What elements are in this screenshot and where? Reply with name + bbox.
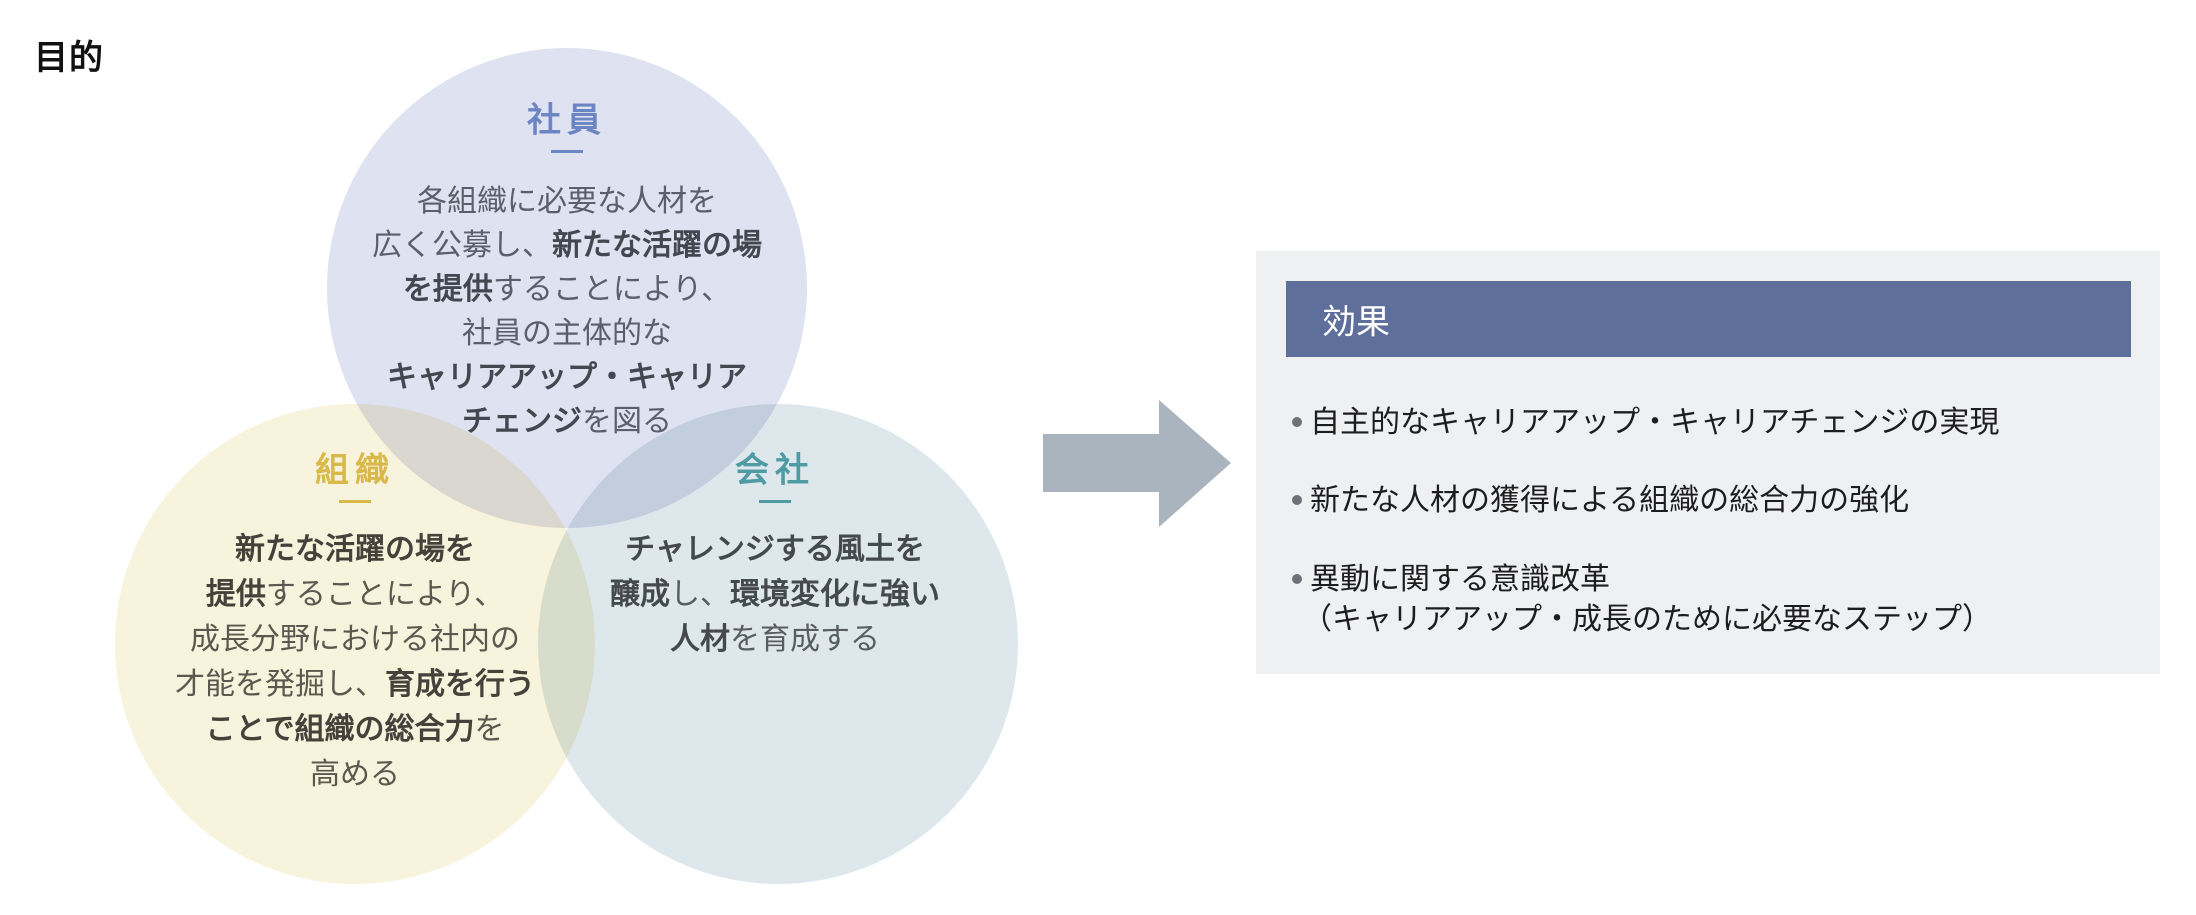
description-line: 新たな活躍の場を xyxy=(175,527,535,572)
company-description: チャレンジする風土を醸成し、環境変化に強い人材を育成する xyxy=(610,527,940,662)
employee-description: 各組織に必要な人材を広く公募し、新たな活躍の場を提供することにより、社員の主体的… xyxy=(372,180,762,444)
body-text: を育成する xyxy=(730,622,880,657)
body-text: 各組織に必要な人材を xyxy=(417,184,717,219)
description-line: 提供することにより、 xyxy=(175,572,535,617)
effects-header-label: 効果 xyxy=(1322,302,1390,343)
company-title: 会社 xyxy=(735,450,815,491)
effect-item-text: 自主的なキャリアアップ・キャリアチェンジの実現 xyxy=(1310,405,2000,440)
venn-diagram xyxy=(115,48,1018,884)
company-title-underline xyxy=(759,500,791,503)
emphasis-text: 醸成 xyxy=(610,577,670,612)
bullet-icon xyxy=(1292,574,1302,584)
effect-item-subtext: （キャリアアップ・成長のために必要なステップ） xyxy=(1302,602,1992,637)
employee-title: 社員 xyxy=(527,100,607,141)
body-text: を xyxy=(474,712,505,747)
body-text: することにより、 xyxy=(265,577,505,612)
organization-circle xyxy=(115,404,595,884)
bullet-icon xyxy=(1292,417,1302,427)
description-line: ことで組織の総合力を xyxy=(175,707,535,752)
description-line: 成長分野における社内の xyxy=(175,617,535,662)
description-line: 醸成し、環境変化に強い xyxy=(610,572,940,617)
employee-title-underline xyxy=(551,150,583,153)
body-text: することにより、 xyxy=(492,272,732,307)
emphasis-text: 人材 xyxy=(670,622,730,657)
body-text: 成長分野における社内の xyxy=(190,622,520,657)
organization-title-underline xyxy=(339,500,371,503)
company-circle xyxy=(538,404,1018,884)
emphasis-text: 提供 xyxy=(205,577,266,612)
emphasis-text: 環境変化に強い xyxy=(730,577,940,612)
page-title: 目的 xyxy=(34,38,104,78)
body-text: 才能を発掘し、 xyxy=(175,667,385,702)
body-text: を図る xyxy=(582,404,672,439)
effect-item-text: 異動に関する意識改革 xyxy=(1310,562,1610,597)
emphasis-text: ことで組織の総合力 xyxy=(205,712,475,747)
description-line: 社員の主体的な xyxy=(372,312,762,356)
description-line: を提供することにより、 xyxy=(372,268,762,312)
emphasis-text: チャレンジする風土を xyxy=(625,532,925,567)
emphasis-text: 育成を行う xyxy=(385,667,535,702)
body-text: 高める xyxy=(310,757,400,792)
description-line: チェンジを図る xyxy=(372,400,762,444)
body-text: し、 xyxy=(670,577,730,612)
description-line: チャレンジする風土を xyxy=(610,527,940,572)
right-arrow-icon xyxy=(1043,400,1231,527)
body-text: 広く公募し、 xyxy=(372,228,552,263)
description-line: 人材を育成する xyxy=(610,617,940,662)
description-line: キャリアアップ・キャリア xyxy=(372,356,762,400)
employee-circle xyxy=(327,48,807,528)
emphasis-text: キャリアアップ・キャリア xyxy=(387,360,747,395)
effects-panel: 効果 自主的なキャリアアップ・キャリアチェンジの実現 新たな人材の獲得による組織… xyxy=(1256,251,2160,674)
organization-title: 組織 xyxy=(315,450,395,491)
bullet-icon xyxy=(1292,495,1302,505)
description-line: 広く公募し、新たな活躍の場 xyxy=(372,224,762,268)
description-line: 才能を発掘し、育成を行う xyxy=(175,662,535,707)
description-line: 高める xyxy=(175,752,535,797)
organization-description: 新たな活躍の場を提供することにより、成長分野における社内の才能を発掘し、育成を行… xyxy=(175,527,535,797)
emphasis-text: 新たな活躍の場 xyxy=(552,228,762,263)
description-line: 各組織に必要な人材を xyxy=(372,180,762,224)
emphasis-text: チェンジ xyxy=(462,404,582,439)
emphasis-text: 新たな活躍の場を xyxy=(235,532,475,567)
body-text: 社員の主体的な xyxy=(462,316,672,351)
effect-item-text: 新たな人材の獲得による組織の総合力の強化 xyxy=(1310,483,1910,518)
emphasis-text: を提供 xyxy=(402,272,493,307)
effects-header: 効果 xyxy=(1286,281,2131,357)
